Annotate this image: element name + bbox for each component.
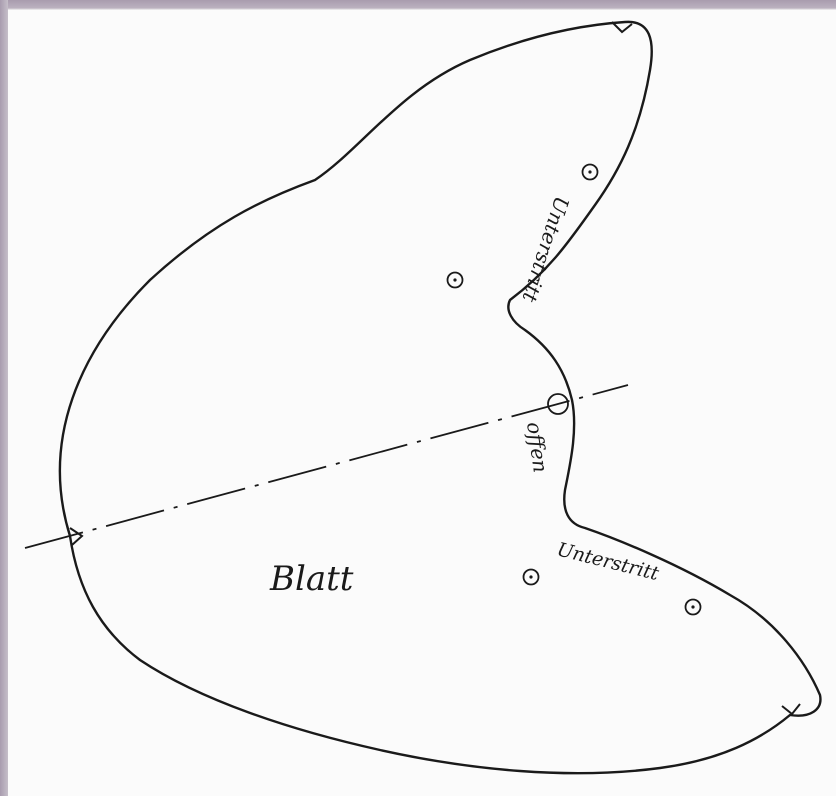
frame-left-border [0,0,8,796]
label-blatt: Blatt [269,559,354,599]
label-offen: offen [522,420,553,474]
notch-bottom-right [781,703,801,716]
notch-left [69,527,84,546]
drill-mark-lower-right [684,598,702,616]
label-unterstritt-upper: Unterstritt [517,193,574,305]
drill-mark-top-right [581,163,599,181]
leaf-outline [58,20,822,775]
grain-line [24,384,629,549]
center-edge-mark [547,393,569,415]
label-unterstritt-lower: Unterstritt [555,539,662,586]
drill-mark-upper-left [446,271,464,289]
drill-mark-lower-left [522,568,540,586]
notch-top [611,21,633,34]
drill-marks [446,163,702,616]
